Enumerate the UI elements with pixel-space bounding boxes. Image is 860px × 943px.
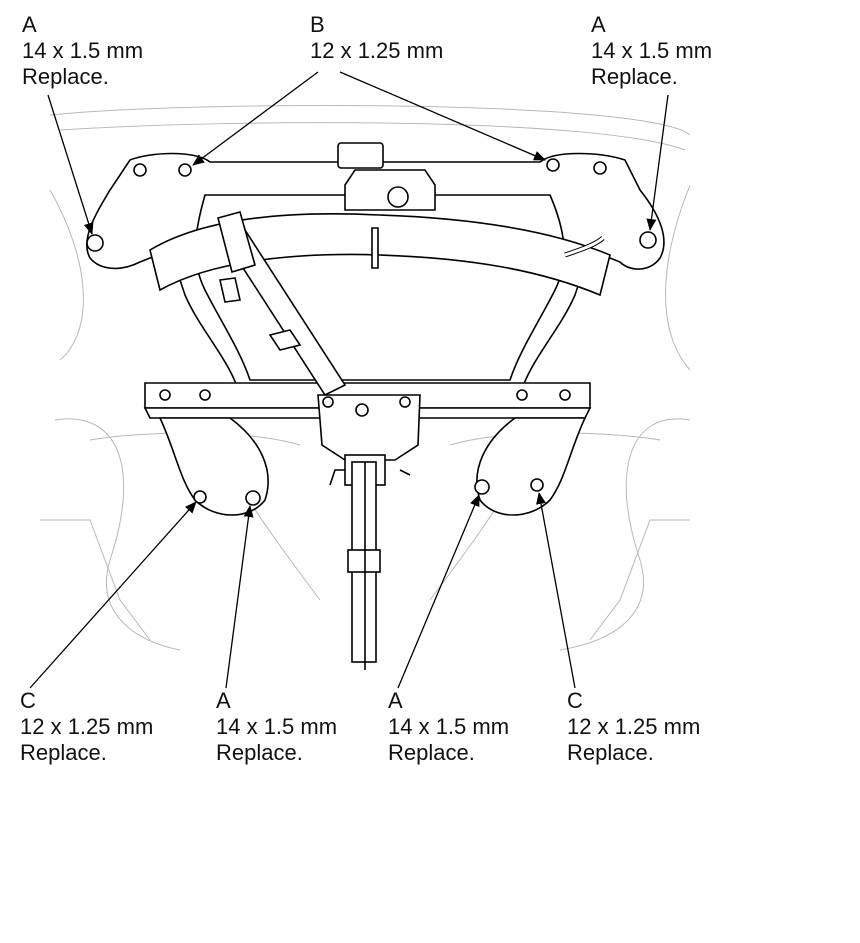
leader-a-top-right xyxy=(646,94,669,231)
leader-c-bottom-right xyxy=(536,492,576,689)
callout-top-center: B 12 x 1.25 mm xyxy=(310,12,443,64)
callout-bottom-left-a: A 14 x 1.5 mm Replace. xyxy=(216,688,337,766)
bolt-b-right xyxy=(546,158,560,172)
callout-size: 14 x 1.5 mm xyxy=(22,38,144,63)
callout-note: Replace. xyxy=(388,740,475,765)
subframe xyxy=(85,142,665,670)
callout-note: Replace. xyxy=(20,740,107,765)
callout-top-right: A 14 x 1.5 mm Replace. xyxy=(591,12,712,90)
callout-size: 12 x 1.25 mm xyxy=(567,714,701,739)
callout-bottom-right-c: C 12 x 1.25 mm Replace. xyxy=(567,688,700,766)
callout-top-left: A 14 x 1.5 mm Replace. xyxy=(22,12,143,90)
callout-size: 12 x 1.25 mm xyxy=(310,38,444,63)
bolt-a-top-left xyxy=(86,234,104,252)
callout-letter: A xyxy=(22,12,37,37)
callout-note: Replace. xyxy=(567,740,654,765)
leader-lines xyxy=(29,71,669,689)
bolt-a-bottom-left xyxy=(245,490,261,506)
bolt-c-bottom-left xyxy=(193,490,207,504)
callout-letter: A xyxy=(216,688,231,713)
bolt-b-left xyxy=(178,163,192,177)
leader-b-left xyxy=(192,71,319,166)
bolt-a-bottom-right xyxy=(474,479,490,495)
callout-note: Replace. xyxy=(216,740,303,765)
leader-b-right xyxy=(339,71,546,161)
callout-letter: C xyxy=(567,688,583,713)
callout-size: 14 x 1.5 mm xyxy=(388,714,510,739)
callout-size: 12 x 1.25 mm xyxy=(20,714,154,739)
bolt-c-bottom-right xyxy=(530,478,544,492)
callout-note: Replace. xyxy=(591,64,678,89)
bolt-a-top-right xyxy=(639,231,657,249)
callout-letter: B xyxy=(310,12,325,37)
callout-bottom-left-c: C 12 x 1.25 mm Replace. xyxy=(20,688,153,766)
callout-size: 14 x 1.5 mm xyxy=(591,38,713,63)
callout-letter: A xyxy=(591,12,606,37)
leader-a-bottom-right xyxy=(397,494,480,689)
leader-a-bottom-left xyxy=(225,505,254,689)
callout-size: 14 x 1.5 mm xyxy=(216,714,338,739)
leader-a-top-left xyxy=(47,94,94,235)
callout-bottom-right-a: A 14 x 1.5 mm Replace. xyxy=(388,688,509,766)
bolt-holes xyxy=(86,158,657,506)
leader-c-bottom-left xyxy=(29,501,197,689)
callout-note: Replace. xyxy=(22,64,109,89)
callout-letter: C xyxy=(20,688,36,713)
callout-letter: A xyxy=(388,688,403,713)
